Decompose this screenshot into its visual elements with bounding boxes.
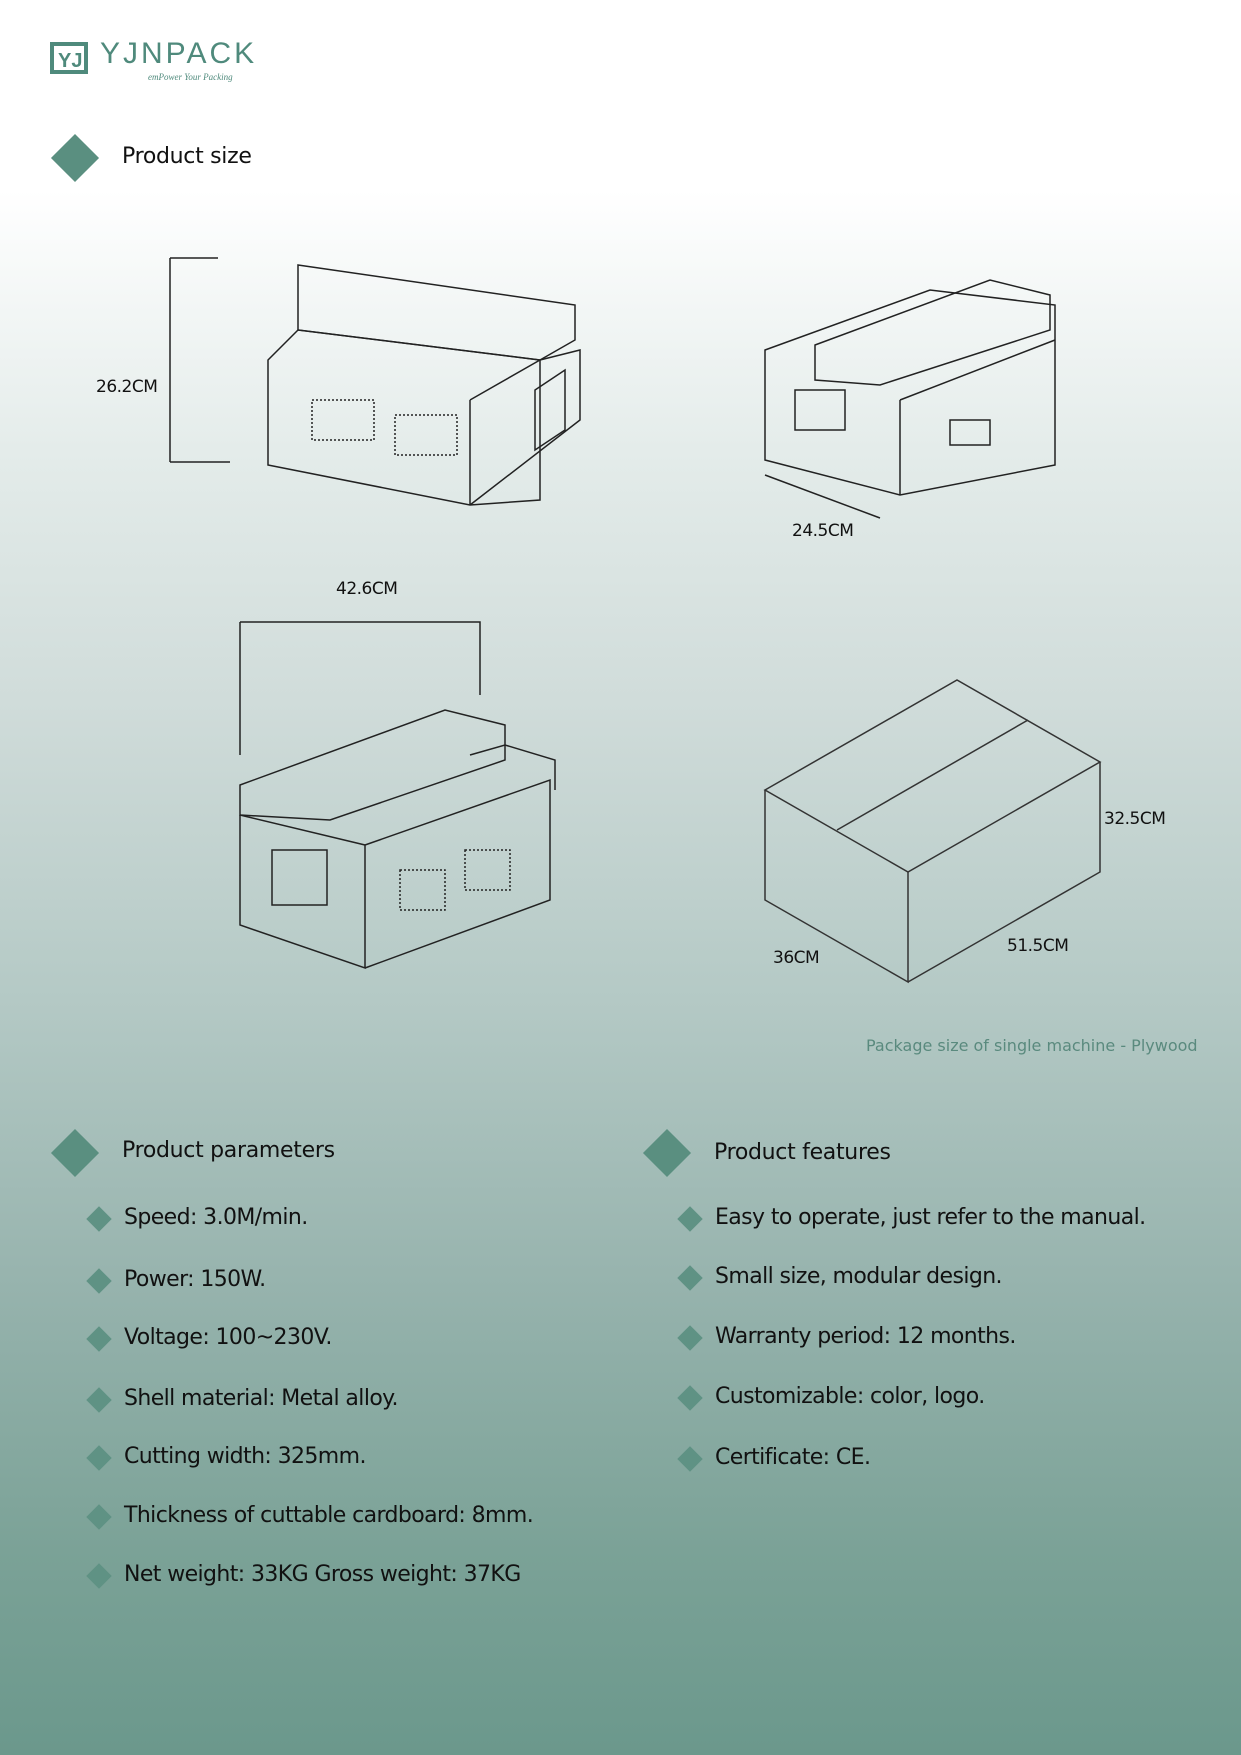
parameter-item: Thickness of cuttable cardboard: 8mm.	[124, 1503, 534, 1528]
section-diamond-icon	[642, 1128, 692, 1178]
machine-side-view	[764, 279, 1056, 519]
machine-rear-view	[239, 621, 556, 970]
logo-mark-text: YJ	[58, 50, 82, 72]
parameter-item: Cutting width: 325mm.	[124, 1444, 366, 1469]
bullet-icon	[86, 1326, 112, 1352]
feature-item: Easy to operate, just refer to the manua…	[715, 1205, 1146, 1230]
bullet-icon	[86, 1504, 112, 1530]
bullet-icon	[86, 1563, 112, 1589]
bullet-icon	[86, 1268, 112, 1294]
bullet-icon	[677, 1385, 703, 1411]
parameter-item: Speed: 3.0M/min.	[124, 1205, 308, 1230]
dim-height: 26.2CM	[96, 377, 158, 397]
bullet-icon	[86, 1387, 112, 1413]
bullet-icon	[86, 1445, 112, 1471]
bullet-icon	[677, 1206, 703, 1232]
feature-item: Small size, modular design.	[715, 1264, 1003, 1289]
parameter-item: Voltage: 100~230V.	[124, 1325, 332, 1350]
section-diamond-icon	[50, 1128, 100, 1178]
parameter-item: Shell material: Metal alloy.	[124, 1386, 398, 1411]
section-title-parameters: Product parameters	[122, 1138, 335, 1163]
logo-mark-icon: YJ	[50, 42, 88, 74]
logo-name: YJNPACK	[100, 37, 258, 70]
dim-depth: 24.5CM	[792, 521, 854, 541]
dim-box-height: 32.5CM	[1104, 809, 1166, 829]
section-title-features: Product features	[714, 1140, 891, 1165]
parameter-item: Power: 150W.	[124, 1267, 266, 1292]
section-title-size: Product size	[122, 144, 252, 169]
machine-front-view	[169, 257, 581, 506]
package-box	[763, 679, 1102, 984]
bullet-icon	[677, 1446, 703, 1472]
dim-width: 42.6CM	[336, 579, 398, 599]
package-caption: Package size of single machine - Plywood	[866, 1036, 1198, 1055]
bullet-icon	[677, 1265, 703, 1291]
dim-box-depth: 36CM	[773, 948, 820, 968]
parameter-item: Net weight: 33KG Gross weight: 37KG	[124, 1562, 521, 1587]
feature-item: Certificate: CE.	[715, 1445, 871, 1470]
logo-tagline: emPower Your Packing	[148, 72, 233, 82]
bullet-icon	[86, 1206, 112, 1232]
bullet-icon	[677, 1325, 703, 1351]
dim-box-width: 51.5CM	[1007, 936, 1069, 956]
machine-drawings	[169, 257, 1102, 984]
feature-item: Warranty period: 12 months.	[715, 1324, 1016, 1349]
feature-item: Customizable: color, logo.	[715, 1384, 985, 1409]
